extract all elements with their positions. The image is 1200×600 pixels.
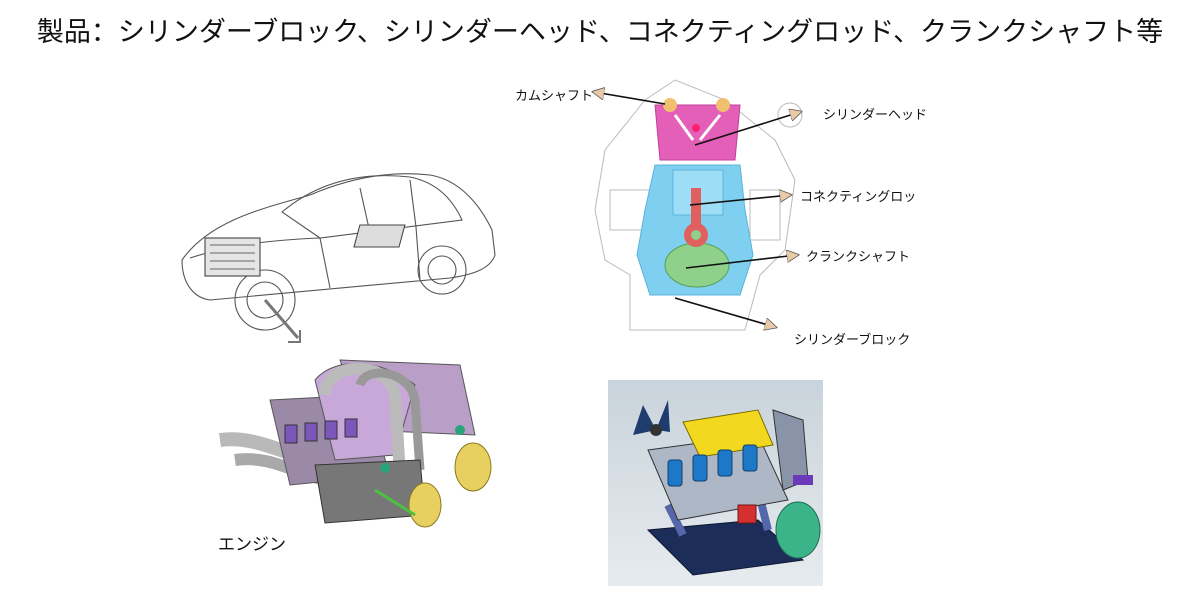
arrow-cylinder-block <box>674 297 775 327</box>
car-illustration <box>170 150 510 355</box>
label-camshaft: カムシャフト <box>515 89 594 104</box>
label-cylinder-head: シリンダーヘッド <box>823 108 928 123</box>
arrow-connecting-rod <box>689 195 790 206</box>
label-connecting-rod: コネクティングロッ <box>800 190 917 205</box>
engine-stand-render <box>608 380 823 586</box>
v-engine-render <box>215 355 515 540</box>
arrow-crankshaft <box>685 255 797 269</box>
page-title: 製品：シリンダーブロック、シリンダーヘッド、コネクティングロッド、クランクシャフ… <box>36 17 1164 48</box>
engine-cross-section <box>575 60 815 350</box>
label-cylinder-block: シリンダーブロック <box>794 333 911 348</box>
arrow-cylinder-head <box>694 112 800 146</box>
label-crankshaft: クランクシャフト <box>806 250 911 265</box>
label-engine: エンジン <box>218 535 286 555</box>
arrow-camshaft <box>594 92 666 105</box>
